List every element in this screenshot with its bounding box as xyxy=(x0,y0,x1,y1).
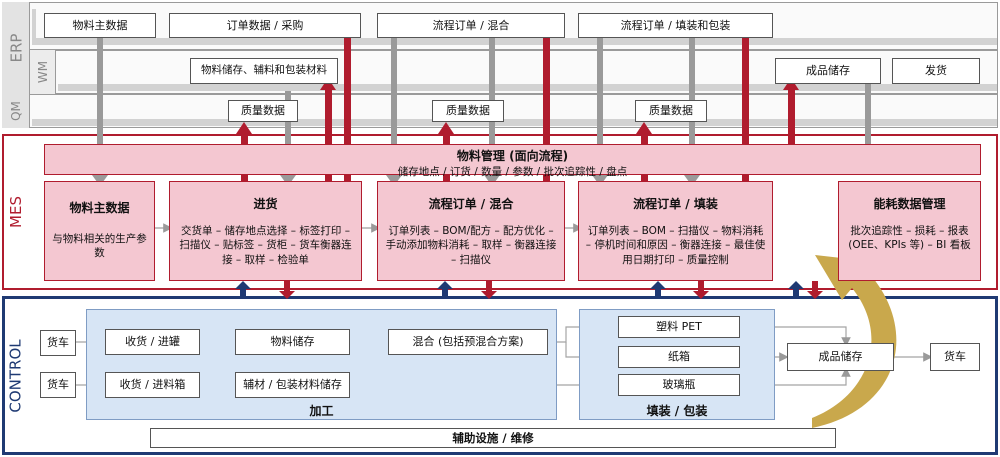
control-truck-in-1: 货车 xyxy=(40,330,76,356)
mes-card-process-fill: 流程订单 / 填装订单列表 – BOM – 扫描仪 – 物料消耗 – 停机时间和… xyxy=(578,181,773,281)
control-finished-storage: 成品储存 xyxy=(787,343,894,371)
erp-process-order-fill: 流程订单 / 填装和包装 xyxy=(578,13,773,38)
mes-banner-subtitle: 储存地点 / 订货 / 数量 / 参数 / 批次追踪性 / 盘点 xyxy=(397,166,628,178)
control-receive-box: 收货 / 进料箱 xyxy=(105,372,200,398)
qm-quality-3: 质量数据 xyxy=(635,100,707,122)
filling-label: 填装 / 包装 xyxy=(646,404,708,418)
mes-banner-title: 物料管理 (面向流程) xyxy=(456,149,569,163)
control-aux-storage: 辅材 / 包装材料储存 xyxy=(235,372,350,398)
mes-card-process-mix: 流程订单 / 混合订单列表 – BOM/配方 – 配方优化 – 手动添加物料消耗… xyxy=(377,181,565,281)
control-truck-out: 货车 xyxy=(930,343,980,371)
wm-material-storage: 物料储存、辅料和包装材料 xyxy=(190,58,338,84)
erp-material-master: 物料主数据 xyxy=(44,13,156,38)
control-carton: 纸箱 xyxy=(618,346,740,368)
processing-label: 加工 xyxy=(309,404,334,418)
control-glass: 玻璃瓶 xyxy=(618,374,740,396)
qm-quality-1: 质量数据 xyxy=(228,100,298,122)
control-pet: 塑料 PET xyxy=(618,316,740,338)
wm-shipping: 发货 xyxy=(892,58,980,84)
mes-card-material-master: 物料主数据与物料相关的生产参数 xyxy=(44,181,155,281)
erp-process-order-mix: 流程订单 / 混合 xyxy=(377,13,565,38)
control-mixing: 混合 (包括预混合方案) xyxy=(388,329,548,355)
qm-quality-2: 质量数据 xyxy=(432,100,504,122)
control-material-storage: 物料储存 xyxy=(235,329,350,355)
mes-lane xyxy=(2,134,998,290)
control-receive-tank: 收货 / 进罐 xyxy=(105,329,200,355)
mes-card-receiving: 进货交货单 – 储存地点选择 – 标签打印 – 扫描仪 – 贴标签 – 货柜 –… xyxy=(169,181,362,281)
control-lane xyxy=(2,296,998,455)
wm-finished-storage: 成品储存 xyxy=(775,58,881,84)
mes-card-energy-data: 能耗数据管理批次追踪性 – 损耗 – 报表 (OEE、KPIs 等) – BI … xyxy=(838,181,981,281)
control-utilities: 辅助设施 / 维修 xyxy=(150,428,836,448)
mes-material-management-banner: 物料管理 (面向流程) 储存地点 / 订货 / 数量 / 参数 / 批次追踪性 … xyxy=(44,144,981,178)
processing-area xyxy=(86,309,557,420)
erp-order-purchase: 订单数据 / 采购 xyxy=(169,13,361,38)
control-truck-in-2: 货车 xyxy=(40,372,76,398)
